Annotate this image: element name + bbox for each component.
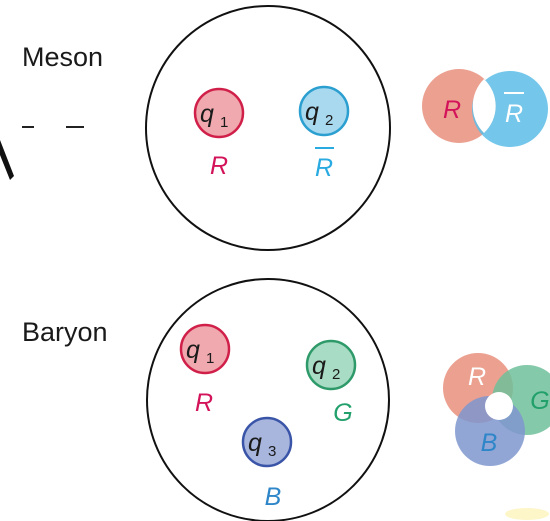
quark-color-label: G [333,399,352,427]
quark-color-label: R [210,152,228,180]
baryon-title: Baryon [22,317,108,347]
baryon-quark-1: q 1 R [179,323,231,417]
venn-white-center [485,392,513,420]
quark-subscript: 1 [220,114,228,131]
meson-venn: R R [422,69,548,147]
faint-highlight [505,508,549,520]
quark-color-label: B [265,483,282,511]
quark-symbol: q [312,352,326,380]
venn-label-red: R [468,363,486,391]
quark-color-label: R [195,389,213,417]
baryon-quark-3: q 3 B [241,416,293,511]
meson-hadron-circle [145,5,391,251]
venn-label-green: G [530,387,549,415]
quark-symbol: q [186,336,200,364]
baryon-venn: R G B [443,353,550,466]
quark-symbol: q [248,429,262,457]
quark-symbol: q [200,100,214,128]
meson-quark-2: q 2 R [298,85,350,182]
quark-bubble [241,416,293,468]
quark-color-label: R [315,154,333,182]
venn-white-overlap [472,79,496,133]
left-edge-marks [0,126,84,180]
meson-title: Meson [22,42,103,72]
venn-label-red: R [443,96,461,124]
quark-bubble [193,87,245,139]
quark-subscript: 2 [325,112,333,129]
quark-subscript: 1 [206,350,214,367]
quark-subscript: 3 [268,443,276,460]
venn-label-antired: R [505,100,523,128]
quark-bubble [305,339,357,391]
quark-bubble [179,323,231,375]
edge-arrow-fragment [0,140,14,180]
baryon-hadron-circle [146,278,390,521]
quark-symbol: q [305,98,319,126]
baryon-quark-2: q 2 G [305,339,357,427]
quark-subscript: 2 [332,366,340,383]
quark-bubble [298,85,350,137]
venn-label-blue: B [481,429,498,457]
meson-quark-1: q 1 R [193,87,245,180]
